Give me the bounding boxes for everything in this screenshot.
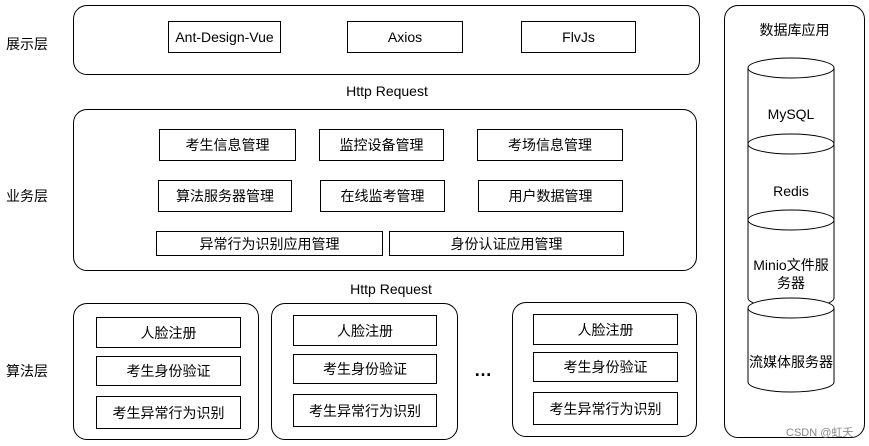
algorithm-item-face-register: 人脸注册 <box>96 317 241 348</box>
business-item-identity-auth-app: 身份认证应用管理 <box>389 231 624 256</box>
presentation-item-axios: Axios <box>347 21 463 53</box>
algorithm-item-face-register: 人脸注册 <box>533 314 678 345</box>
http-request-label-top: Http Request <box>346 83 428 99</box>
database-label-redis: Redis <box>773 183 809 199</box>
layer-label-algorithm: 算法层 <box>6 363 48 379</box>
database-label-minio: Minio文件服务器 <box>753 257 829 291</box>
algorithm-item-abnormal-behavior: 考生异常行为识别 <box>293 394 437 427</box>
database-label-mysql: MySQL <box>767 106 815 122</box>
algorithm-item-identity-verify: 考生身份验证 <box>96 356 241 386</box>
database-cylinders <box>747 57 835 393</box>
algorithm-item-identity-verify: 考生身份验证 <box>533 352 678 382</box>
business-item-candidate-info: 考生信息管理 <box>159 129 296 161</box>
http-request-label-bottom: Http Request <box>350 281 432 297</box>
database-label-streaming: 流媒体服务器 <box>749 354 833 370</box>
business-item-algorithm-server: 算法服务器管理 <box>158 180 292 212</box>
algorithm-item-abnormal-behavior: 考生异常行为识别 <box>533 392 678 425</box>
algorithm-item-identity-verify: 考生身份验证 <box>293 354 437 384</box>
watermark: CSDN @虹夭 <box>786 427 854 439</box>
layer-label-presentation: 展示层 <box>6 36 48 52</box>
business-item-monitor-device: 监控设备管理 <box>319 129 444 161</box>
algorithm-item-face-register: 人脸注册 <box>293 315 437 346</box>
business-item-online-proctoring: 在线监考管理 <box>320 180 445 212</box>
presentation-item-ant-design-vue: Ant-Design-Vue <box>168 21 281 53</box>
layer-label-business: 业务层 <box>6 188 48 204</box>
business-item-abnormal-behavior-app: 异常行为识别应用管理 <box>156 231 383 256</box>
presentation-item-flvjs: FlvJs <box>521 21 636 53</box>
business-item-user-data: 用户数据管理 <box>478 180 623 212</box>
ellipsis-more-servers: … <box>474 360 493 380</box>
database-cylinder-minio <box>747 209 835 309</box>
business-item-exam-room-info: 考场信息管理 <box>477 129 623 161</box>
database-layer-title: 数据库应用 <box>759 22 830 38</box>
algorithm-item-abnormal-behavior: 考生异常行为识别 <box>96 396 241 429</box>
database-cylinder-streaming <box>747 297 835 393</box>
